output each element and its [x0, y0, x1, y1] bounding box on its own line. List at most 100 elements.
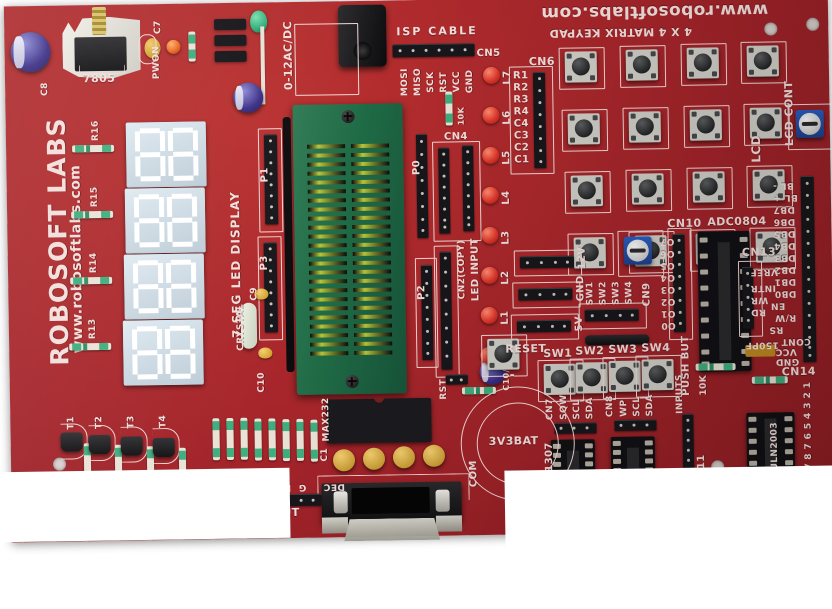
- segment-resistor: [296, 418, 305, 461]
- regulator-label: 7805: [82, 71, 116, 86]
- cn5-label: CN5: [476, 47, 501, 60]
- key-5-outline: [622, 107, 670, 150]
- cn2-copy-outline: [433, 245, 460, 378]
- cn9-pin-sw1: SW1: [585, 281, 596, 306]
- resistor-r15-label: R15: [89, 186, 101, 208]
- electrolytic-capacitor: [233, 82, 264, 113]
- reset-label: RESET: [505, 342, 547, 356]
- regulator-screw: [91, 6, 107, 36]
- led-input-label: LED INPUT: [469, 238, 482, 302]
- key-2-outline: [619, 45, 667, 88]
- power-led-resistor: [188, 31, 196, 62]
- resistor-r16-label: R16: [90, 120, 101, 142]
- segment-resistor: [310, 419, 319, 462]
- led-l1: [480, 306, 498, 325]
- segment-resistor: [240, 417, 248, 460]
- led-l4: [481, 186, 500, 205]
- pcb-edge-bottom-right: [504, 465, 832, 551]
- serial-cap-c2: [362, 447, 386, 470]
- cn7-pin-scl: SCL: [572, 399, 583, 420]
- port-p0-label: P0: [411, 159, 423, 176]
- resistor-r13-label: R13: [87, 318, 99, 340]
- cn2-pin-g: G: [298, 481, 307, 492]
- segment-resistor: [212, 418, 220, 461]
- cn14-pin-db6: DB6: [773, 216, 796, 227]
- led-l1-label: L1: [499, 310, 511, 325]
- brand-website-left: www.robosoftlabs.com: [67, 164, 87, 354]
- cn14-pin-gnd: GND: [775, 356, 800, 367]
- brand-website-top: www.robosoftlabs.com: [540, 0, 769, 24]
- cn13-outline: [737, 260, 764, 337]
- key-a-outline: [740, 41, 788, 84]
- bridge-diode: [214, 18, 247, 31]
- isp-pullup-resistor: [445, 91, 453, 126]
- isp-pin-vcc: VCC: [451, 70, 463, 93]
- uln2003-label: ULN2003: [769, 421, 781, 471]
- led-l7: [482, 66, 501, 84]
- pcb-edge-bottom-left: [0, 467, 291, 543]
- segment-resistor: [282, 419, 291, 462]
- zif-socket[interactable]: [282, 103, 407, 395]
- capacitor-150pf-label: 150PF: [745, 339, 779, 350]
- cn14-pin-db0: DB0: [774, 288, 797, 299]
- segment-resistor: [268, 418, 277, 461]
- header-gnd-outline: [512, 281, 581, 309]
- cn8-pin-scl: SCL: [632, 396, 643, 417]
- cn9-pin-sw2: SW2: [598, 281, 609, 306]
- max232-ic: [326, 397, 432, 444]
- driver-inputs-label: INPUTS: [674, 374, 686, 415]
- adc-resistor: [751, 376, 788, 384]
- resistor-r16: [72, 144, 115, 153]
- cn4-outline: [432, 141, 482, 242]
- max232-label: MAX232: [321, 397, 332, 442]
- port-header-p0[interactable]: [415, 133, 429, 239]
- power-led: [166, 39, 181, 54]
- eeprom-header-cn8[interactable]: [614, 419, 657, 431]
- t3-outline: [120, 426, 149, 463]
- sw4-label: SW4: [641, 341, 671, 355]
- isp-pin-rst: RST: [438, 71, 450, 93]
- led-l4-label: L4: [500, 190, 513, 205]
- adc-pot-outline: [617, 230, 665, 277]
- battery-minus: -: [509, 367, 516, 382]
- isp-pin-gnd: GND: [464, 69, 476, 94]
- segment-resistor: [254, 418, 263, 461]
- reset-jumper[interactable]: [445, 374, 468, 385]
- resistor-r15: [71, 210, 114, 219]
- switch-pulldown-resistor: [695, 363, 736, 371]
- regulator-outline: [78, 64, 125, 75]
- cn7-pin-sda: SDA: [585, 397, 596, 420]
- key-3-outline: [680, 43, 728, 86]
- lcd-header-cn14[interactable]: [800, 175, 817, 362]
- sw1-label: SW1: [543, 346, 573, 361]
- cn14-pin-rw: R/W: [774, 312, 797, 323]
- key-6-outline: [683, 105, 731, 148]
- cn14-pin-db4: DB4: [773, 240, 796, 251]
- cn14-pin-db7: DB7: [773, 204, 795, 215]
- cn9-pin-sw3: SW3: [611, 280, 622, 305]
- t4-outline: [152, 427, 181, 465]
- cn14-pin-rs: RS: [768, 324, 784, 335]
- isp-pullup-label: 10K: [456, 106, 466, 126]
- seven-seg-display-3: [123, 253, 205, 320]
- capacitor-c9-label: C9: [249, 286, 260, 301]
- capacitor-c7-label: C7: [153, 20, 164, 35]
- t2-outline: [88, 424, 116, 462]
- cn2-copy-label: CN2(COPY): [456, 239, 468, 300]
- power-led-label: PWON: [151, 45, 162, 80]
- serial-cap-c1: [332, 449, 356, 472]
- cn9-outline: [578, 302, 647, 330]
- serial-cap-c1-label: C1: [319, 447, 331, 462]
- mounting-hole: [764, 22, 778, 36]
- bridge-diode: [214, 50, 247, 63]
- p1-outline: [257, 128, 284, 233]
- isp-header-cn5[interactable]: [392, 43, 475, 58]
- seven-seg-display-2: [124, 187, 206, 254]
- led-l2-label: L2: [500, 270, 512, 285]
- transistor-t4-label: T4: [158, 414, 169, 429]
- filter-capacitor-c8: [10, 31, 51, 73]
- dc-jack-outline: [294, 22, 360, 96]
- resistor-r14: [70, 276, 113, 285]
- dc-input-label: 0-12AC/DC: [281, 21, 296, 91]
